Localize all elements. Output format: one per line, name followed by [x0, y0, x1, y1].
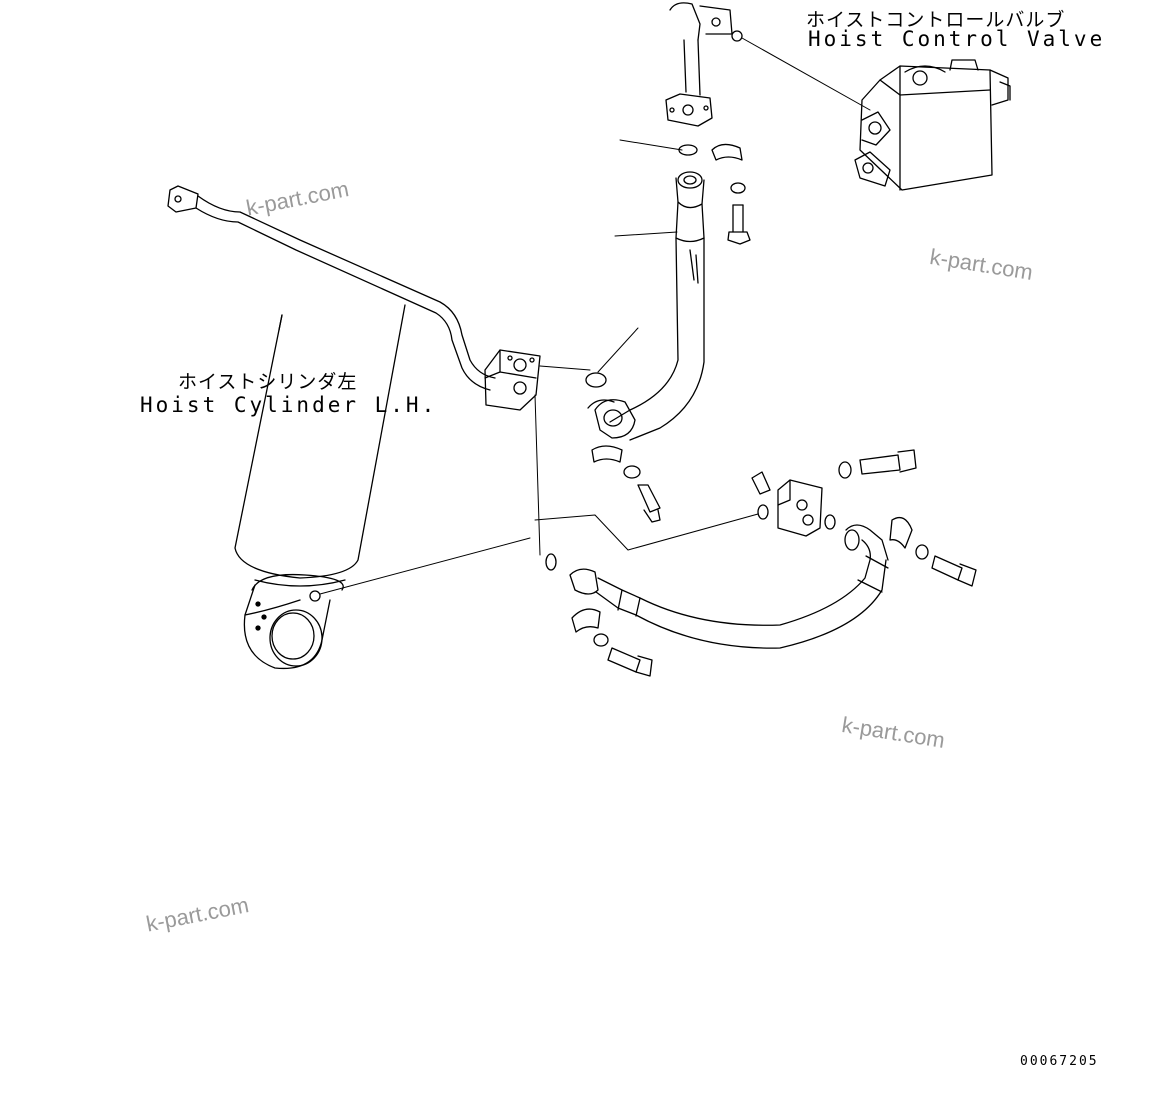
- leader-lines: [319, 37, 871, 595]
- bolt-upper: [727, 204, 751, 245]
- control-valve-label-jp: ホイストコントロールバルブ: [806, 9, 1066, 31]
- flange-adapter: [777, 479, 823, 537]
- washer-upper: [730, 182, 746, 194]
- split-flange-bottom-a: [571, 608, 601, 633]
- split-flange-lower-b: [591, 445, 623, 463]
- hoist-cylinder: [234, 304, 406, 670]
- bolt-bottom: [607, 647, 653, 677]
- flange-block: [484, 349, 541, 411]
- washer-lower: [623, 465, 641, 479]
- bolt-bottom-right: [931, 555, 977, 587]
- o-ring-adapter-b: [824, 514, 836, 530]
- split-flange-bottom-b: [889, 516, 913, 549]
- bolt-adapter: [859, 449, 917, 475]
- drawing-number: 00067205: [1020, 1054, 1099, 1069]
- o-ring-hose: [585, 372, 607, 388]
- plug-fitting: [751, 471, 771, 495]
- split-flange-upper: [711, 143, 743, 161]
- o-ring-adapter: [757, 504, 769, 520]
- split-flange-lower-a: [587, 399, 615, 409]
- rigid-tube: [167, 185, 496, 391]
- hoist-control-valve: [854, 59, 1011, 191]
- bolt-lower: [637, 484, 661, 523]
- bottom-hose: [569, 524, 889, 649]
- washer-bottom: [593, 633, 609, 647]
- o-ring-bottom: [545, 553, 557, 571]
- upper-pipe: [665, 2, 733, 127]
- vertical-hose: [594, 171, 705, 441]
- cylinder-label-en: Hoist Cylinder L.H.: [140, 393, 438, 417]
- washer-bottom-right: [915, 544, 929, 560]
- cylinder-label-jp: ホイストシリンダ左: [178, 371, 358, 393]
- washer-adapter: [838, 461, 852, 479]
- o-ring-valve: [731, 30, 743, 42]
- control-valve-label-en: Hoist Control Valve: [808, 27, 1106, 51]
